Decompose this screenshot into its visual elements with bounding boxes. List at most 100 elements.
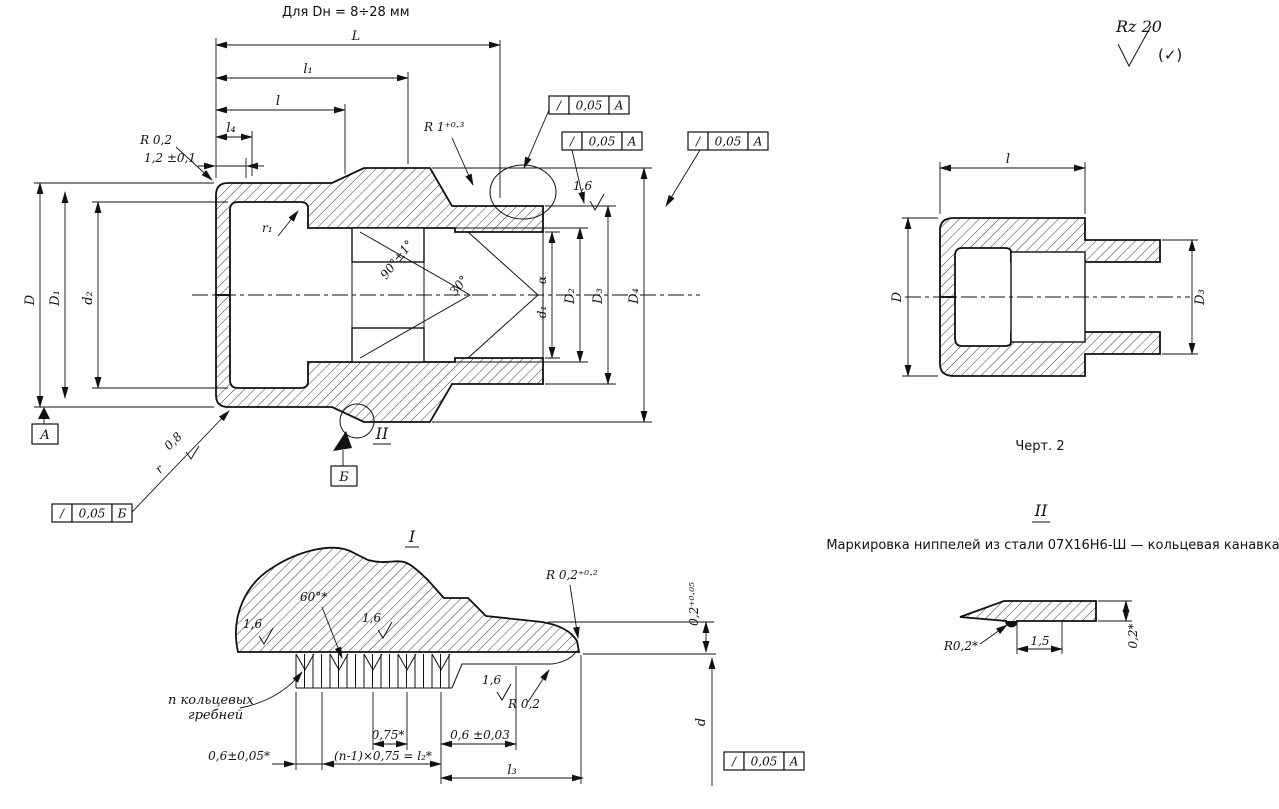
dim-D2-label: D₂ [563,288,578,305]
main-view: II L l₁ l l₄ 1,2 ±0,1 D D₁ d₂ [23,29,769,523]
detail-i-body [235,546,581,653]
datum-b-letter: Б [338,470,349,485]
r02-label: R 0,2 [507,697,540,711]
roughness-check-icon [1117,25,1152,68]
detail-ii-dimensions: 1,5 0,2* R0,2* [943,600,1140,654]
roughness-icon [377,621,393,639]
tolerance-value: 0,05 [589,135,616,149]
tolerance-datum: А [626,135,636,149]
fig2-dim-l-label: l [1006,152,1010,167]
tolerance-symbol: / [556,99,563,113]
datum-a-letter: А [39,428,50,443]
detail-ii-label: II [1034,501,1048,520]
tolerance-frame-1: / 0,05 А [548,95,630,115]
dim-06-003-label: 0,6 ±0,03 [450,728,510,742]
ridge-v-notches [295,653,451,672]
angle-60-label: 60°* [300,590,327,604]
datum-b-triangle-icon [333,431,352,451]
angle-30-label: 30° [447,273,471,298]
dim-pitch-label: 0,75* [372,728,405,742]
general-roughness-note: Rz 20 (✓) [1115,17,1182,68]
roughness-icon [589,193,605,212]
roughness-16-label: 1,6 [573,179,592,193]
groove-notch [1006,621,1017,627]
ridge-vertical-lines [295,654,450,688]
tolerance-value: 0,05 [751,755,778,769]
datum-b-box [330,465,358,487]
tolerance-frame-2: / 0,05 А [561,131,643,151]
roughness-16-label: 1,6 [243,617,262,631]
dim-l-label: l [276,94,280,109]
corner-radius-label: R 0,2 [139,133,172,147]
detail-i-label: I [408,527,416,546]
figure-2-view: l D D₃ Черт. 2 [890,152,1208,454]
ridges-note-line1: n кольцевых [168,693,254,708]
thread-section-upper [351,227,425,263]
tolerance-frame-b: / 0,05 Б [51,503,133,523]
dim-D1-label: D₁ [48,290,63,307]
r02-star-label: R0,2* [943,639,978,653]
dim-l4-label: l₄ [226,121,235,136]
roughness-icon [185,445,200,460]
datum-a-triangle-icon [38,407,50,419]
tolerance-symbol: / [731,755,738,769]
groove-callout-circle [339,403,375,439]
main-left-dimensions: D D₁ d₂ А [23,182,228,445]
detail-i: I 0,6±0,05* (n-1)×0,75 = l₂* l₃ 0,75* 0,… [168,527,805,786]
detail-ii-caption: Маркировка ниппелей из стали 07Х16Н6-Ш —… [826,538,1279,553]
roughness-value: Rz 20 [1115,17,1162,36]
r02-plus-label: R 0,2⁺⁰·² [545,568,598,582]
dim-alpha-label: α [535,276,549,284]
roughness-paren: (✓) [1158,46,1182,64]
detail-ii-sliver [959,600,1097,628]
tolerance-symbol: / [695,135,702,149]
dim-L-label: L [351,29,361,44]
radius-detail-balloon [489,164,557,220]
roughness-icon [258,627,274,645]
fig2-caption: Черт. 2 [1015,439,1064,454]
tolerance-frame-detail-i: / 0,05 А [723,751,805,771]
tolerance-datum: А [788,755,798,769]
fig2-dim-D3-label: D₃ [1193,289,1208,306]
detail-ii: II Маркировка ниппелей из стали 07Х16Н6-… [826,501,1279,654]
tolerance-value: 0,05 [576,99,603,113]
tolerance-value: 0,05 [79,507,106,521]
tolerance-frame-3: / 0,05 А [687,131,769,151]
r-small1-label: r₁ [262,221,273,235]
main-section-lower [215,294,544,423]
dim-l3-label: l₃ [507,763,516,778]
dim-15-label: 1,5 [1030,634,1049,648]
detail-i-leaders: R 0,2⁺⁰·² 60°* 1,6 1,6 1,6 R 0,2 n кольц… [168,568,598,723]
tolerance-datum: Б [117,507,127,521]
fig2-dim-D-label: D [890,291,905,303]
roughness-08-label: 0,8 [161,429,185,453]
tolerance-datum: А [613,99,623,113]
tolerance-datum: А [752,135,762,149]
r-small-label: r [152,461,167,476]
dim-02-label: 0,2* [1126,623,1140,648]
tolerance-symbol: / [569,135,576,149]
roughness-16-label: 1,6 [362,611,381,625]
dim-D4-label: D₄ [627,288,642,305]
dim-wall-label: 1,2 ±0,1 [144,151,196,165]
dim-06-005-label: 0,6±0,05* [208,749,270,763]
dim-d2-label: d₂ [81,291,96,305]
dim-depth-label: 0,2⁺⁰·⁰⁵ [687,582,701,626]
datum-a-box [31,423,59,445]
dim-formula-label: (n-1)×0,75 = l₂* [334,749,432,763]
roughness-icon [496,683,512,701]
dim-D-label: D [23,294,38,306]
drawing-range-note: Для Dн = 8÷28 мм [282,5,410,20]
r1-radius-label: R 1⁺⁰·³ [423,120,464,134]
main-section-upper [215,167,544,296]
dim-D3-label: D₃ [591,288,606,305]
dim-l1-label: l₁ [303,62,312,77]
ridge-strip-bottom [296,651,577,689]
dim-d-label: d [694,718,709,726]
main-length-dimensions: L l₁ l l₄ 1,2 ±0,1 [144,29,501,198]
roughness-16-label: 1,6 [482,673,501,687]
tolerance-value: 0,05 [715,135,742,149]
detail-i-dimensions: 0,6±0,05* (n-1)×0,75 = l₂* l₃ 0,75* 0,6 … [208,582,716,786]
callout-ii-label: II [375,424,389,443]
